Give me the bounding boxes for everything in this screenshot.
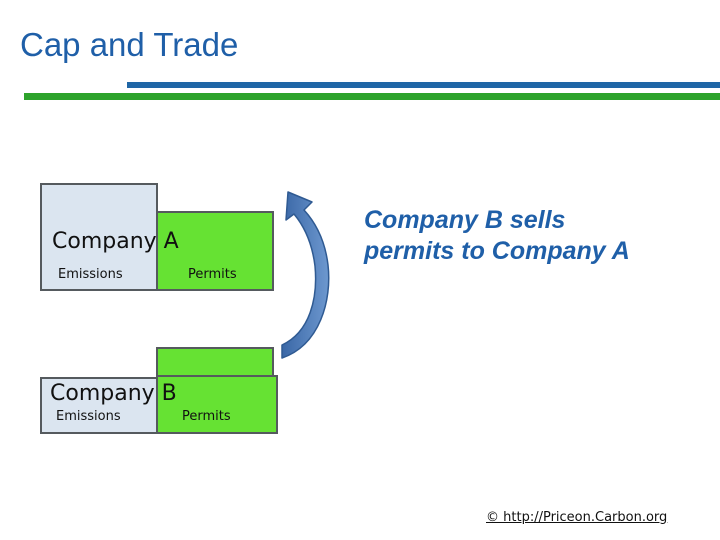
- title-rule-blue: [127, 82, 720, 88]
- transfer-arrow-icon: [281, 191, 330, 359]
- company-b-emissions-box: [40, 377, 158, 434]
- company-b-permits-box: [156, 375, 278, 434]
- callout-text: Company B sells permits to Company A: [364, 205, 694, 267]
- slide-title: Cap and Trade: [20, 26, 239, 63]
- footer-source-link[interactable]: © http://Priceon.Carbon.org: [486, 510, 668, 525]
- company-b-emissions-label: Emissions: [56, 409, 121, 424]
- company-a-label: Company A: [52, 229, 179, 254]
- callout-line-2: permits to Company A: [364, 237, 630, 265]
- company-a-emissions-box: [40, 183, 158, 291]
- company-b-sold-permits-box: [156, 347, 274, 377]
- company-a-permits-box: [156, 211, 274, 291]
- company-b-label: Company B: [50, 381, 177, 406]
- company-a-emissions-label: Emissions: [58, 267, 123, 282]
- callout-line-1: Company B sells: [364, 206, 566, 234]
- company-a-permits-label: Permits: [188, 267, 237, 282]
- company-b-permits-label: Permits: [182, 409, 231, 424]
- title-rule-green: [24, 93, 720, 100]
